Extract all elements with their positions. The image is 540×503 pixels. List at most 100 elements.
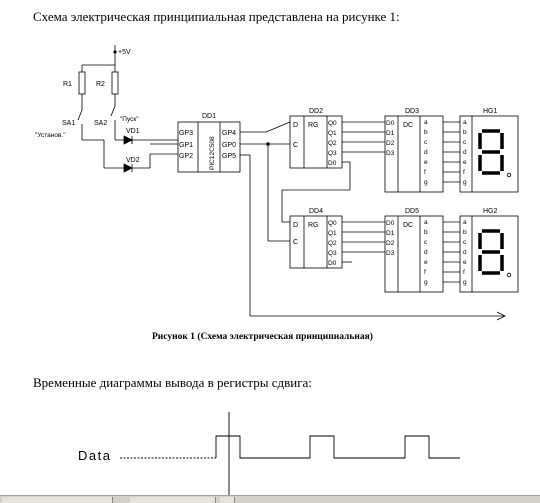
mcu-pin-gp1: GP1 <box>179 142 193 149</box>
intro-text: Схема электрическая принципиальная предс… <box>33 9 400 24</box>
switch-sa2-label: SA2 <box>94 120 107 127</box>
indicator-hg2-e: e <box>463 259 467 266</box>
switch-sa1: SA1 "Установ." <box>35 109 104 141</box>
indicator-hg1-a: a <box>463 119 467 126</box>
register-dd4-q3: Q3 <box>328 250 337 257</box>
indicator-hg2-b: b <box>463 229 467 236</box>
power-label: +5V <box>118 49 131 56</box>
register-dd4-q1: Q1 <box>328 230 337 237</box>
decoder-dd3-in2: D2 <box>386 140 395 147</box>
taskbar-button[interactable] <box>220 497 235 503</box>
register-dd4-q2: Q2 <box>328 240 337 247</box>
register-dd2-c: C <box>293 142 298 149</box>
indicator-hg1-d: d <box>463 149 467 156</box>
indicator-hg1-c: c <box>463 139 467 146</box>
indicator-hg2-g: g <box>463 279 467 286</box>
register-dd2-ref: DD2 <box>309 108 323 115</box>
taskbar <box>0 495 540 503</box>
decoder-dd5-out-d: d <box>424 249 428 256</box>
mcu-dd1: DD1 GP3 GP1 GP2 GP4 GP0 GP5 PIC12C508 <box>177 113 241 173</box>
register-dd2-type: RG <box>308 122 319 129</box>
decoder-dd5-out-a: a <box>424 219 428 226</box>
switch-sa1-label: SA1 <box>62 120 75 127</box>
resistor-r1: R1 <box>63 65 86 110</box>
resistor-r2: R2 <box>96 71 119 106</box>
mcu-pin-gp5: GP5 <box>222 153 236 160</box>
data-signal-label: Data <box>78 448 111 463</box>
decoder-dd5-ref: DD5 <box>405 208 419 215</box>
taskbar-button[interactable] <box>130 497 216 503</box>
indicator-hg2-d: d <box>463 249 467 256</box>
indicator-hg2-c: c <box>463 239 467 246</box>
indicator-hg2-a: a <box>463 219 467 226</box>
resistor-r2-label: R2 <box>96 81 105 88</box>
decoder-dd5-out-b: b <box>424 229 428 236</box>
register-dd4-d: D <box>293 222 298 229</box>
diode-vd1: VD1 <box>115 128 178 145</box>
seven-segment-digit-icon <box>478 229 504 275</box>
register-dd4-type: RG <box>308 222 319 229</box>
decoder-dd5-in1: D1 <box>386 230 395 237</box>
decoder-dd5-in0: D0 <box>386 220 395 227</box>
register-dd2-q0: Q0 <box>328 120 337 127</box>
mcu-pin-gp4: GP4 <box>222 130 236 137</box>
indicator-hg1: HG1 a b c d e f g <box>459 108 519 193</box>
decoder-dd5-in2: D2 <box>386 240 395 247</box>
register-dd4-q0: Q0 <box>328 220 337 227</box>
decoder-dd5-out-f: f <box>424 269 426 276</box>
bus-dd2-dd3 <box>342 121 385 153</box>
mcu-output-wires <box>240 121 506 321</box>
indicator-hg2: HG2 a b c d e f g <box>459 208 519 293</box>
register-dd4: DD4 D C RG Q0 Q1 Q2 Q3 D0 <box>289 208 343 269</box>
bus-dd5-hg2 <box>443 221 460 283</box>
decoder-dd5-type: DC <box>403 222 413 229</box>
register-dd4-d0: D0 <box>328 260 337 267</box>
decoder-dd5-out-g: g <box>424 279 428 286</box>
bus-dd4-dd5 <box>342 221 385 263</box>
decoder-dd3-in3: D3 <box>386 150 395 157</box>
decoder-dd3-out-d: d <box>424 149 428 156</box>
decoder-dd3-out-c: c <box>424 139 428 146</box>
switch-sa1-caption: "Установ." <box>35 132 66 139</box>
decoder-dd5-in3: D3 <box>386 250 395 257</box>
decoder-dd5-out-e: e <box>424 259 428 266</box>
cascade-wire <box>281 161 351 223</box>
register-dd2-q2: Q2 <box>328 140 337 147</box>
register-dd2-d: D <box>293 122 298 129</box>
indicator-hg1-f: f <box>463 169 465 176</box>
register-dd2-q3: Q3 <box>328 150 337 157</box>
mcu-pin-gp0: GP0 <box>222 142 236 149</box>
indicator-hg1-b: b <box>463 129 467 136</box>
mcu-pin-gp2: GP2 <box>179 153 193 160</box>
decoder-dd3-ref: DD3 <box>405 108 419 115</box>
decoder-dd3-out-a: a <box>424 119 428 126</box>
decoder-dd3-out-f: f <box>424 169 426 176</box>
decoder-dd3: DD3 DC D0 D1 D2 D3 a b c d e f g <box>384 108 444 193</box>
register-dd2-q1: Q1 <box>328 130 337 137</box>
resistor-r1-label: R1 <box>63 81 72 88</box>
bus-dd3-hg1 <box>443 121 460 183</box>
indicator-hg1-e: e <box>463 159 467 166</box>
power-rail: +5V <box>82 45 131 72</box>
taskbar-button[interactable] <box>2 497 113 503</box>
register-dd2-d0: D0 <box>328 160 337 167</box>
register-dd4-c: C <box>293 239 298 246</box>
indicator-hg2-ref: HG2 <box>483 208 498 215</box>
decoder-dd3-out-e: e <box>424 159 428 166</box>
decoder-dd5: DD5 DC D0 D1 D2 D3 a b c d e f g <box>384 208 444 293</box>
decoder-dd3-out-g: g <box>424 179 428 186</box>
switch-sa2-caption: "Пуск" <box>120 116 139 123</box>
seven-segment-digit-icon <box>478 129 504 175</box>
decoder-dd5-out-c: c <box>424 239 428 246</box>
mcu-part: PIC12C508 <box>209 136 216 170</box>
decoder-dd3-in1: D1 <box>386 130 395 137</box>
data-waveform <box>120 435 460 459</box>
timing-intro-text: Временные диаграммы вывода в регистры сд… <box>33 375 312 390</box>
register-dd2: DD2 D C RG Q0 Q1 Q2 Q3 D0 <box>289 108 343 169</box>
diode-vd2: VD2 <box>123 153 178 173</box>
circuit-schematic: +5V R1 R2 SA1 "Установ." SA2 "Пуск" VD1 <box>35 45 519 321</box>
figure-caption: Рисунок 1 (Схема электрическая принципиа… <box>152 332 373 342</box>
indicator-hg1-ref: HG1 <box>483 108 498 115</box>
mcu-ref: DD1 <box>202 113 216 120</box>
register-dd4-ref: DD4 <box>309 208 323 215</box>
